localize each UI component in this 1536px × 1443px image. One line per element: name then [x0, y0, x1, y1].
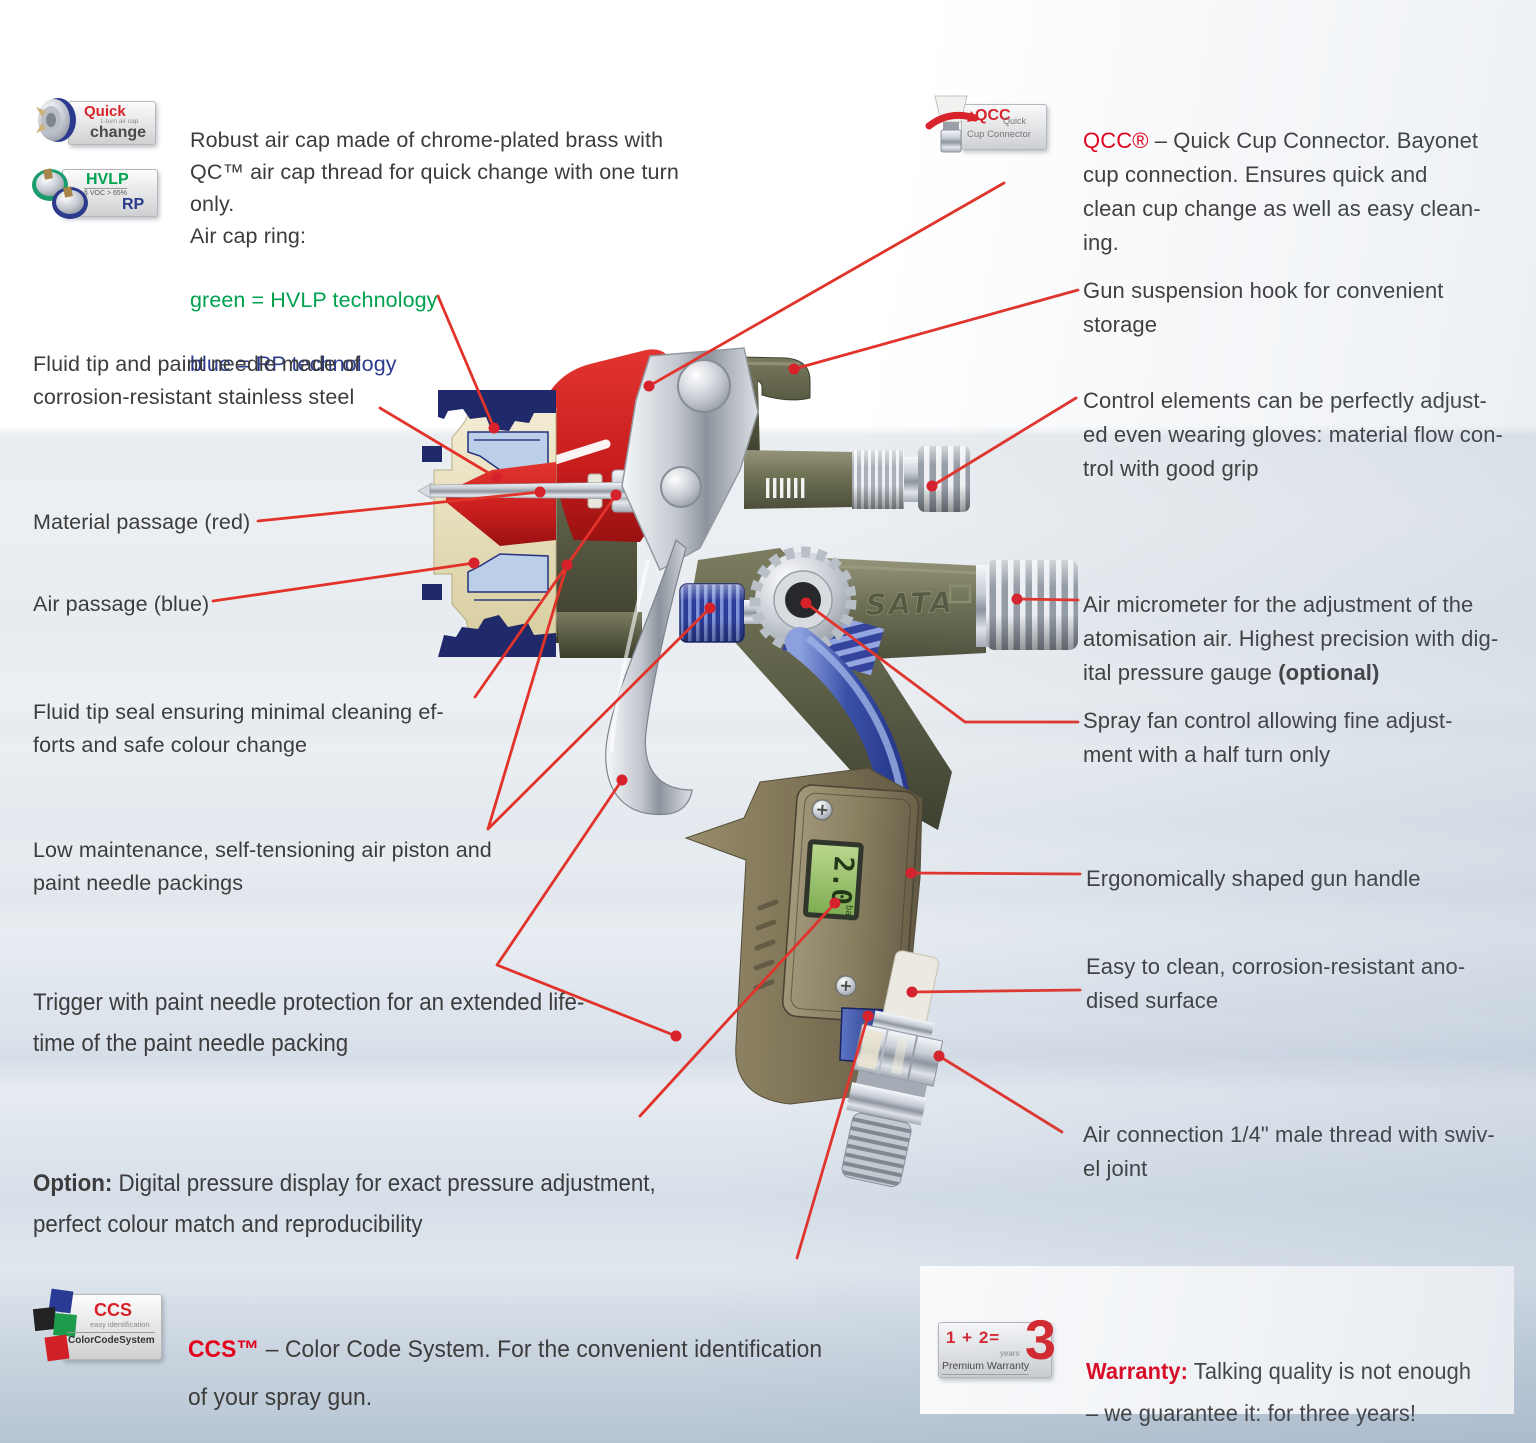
- label-warranty-red: Warranty:: [1086, 1358, 1189, 1384]
- leader-ccs: [795, 1014, 870, 1260]
- logo-emblem: [948, 584, 972, 604]
- handle-plate: 2.0 bar: [781, 784, 920, 1024]
- leader-hook: [792, 288, 1080, 371]
- digital-pressure-display: 2.0 bar: [803, 839, 864, 922]
- label-hook: Gun suspension hook for convenient stora…: [1083, 278, 1444, 337]
- nozzle-cutaway: [417, 390, 649, 657]
- quick-title: Quick: [84, 103, 126, 120]
- label-tip-seal: Fluid tip seal ensuring minimal cleaning…: [33, 700, 444, 757]
- label-trigger: Trigger with paint needle protection for…: [33, 989, 585, 1057]
- voc-text: § VOC > 65%: [84, 188, 127, 197]
- leader-low-maintenance: [486, 563, 712, 831]
- rp-text: RP: [122, 196, 145, 213]
- quick-change-badge: Quick 1-turn air cap change: [28, 93, 158, 147]
- graduation-marks: [766, 478, 805, 498]
- label-control: Control elements can be perfectly adjust…: [1083, 388, 1503, 481]
- trigger-pivot-plate: [621, 347, 759, 572]
- label-easy-clean: Easy to clean, corrosion-resistant ano- …: [1086, 954, 1466, 1013]
- leader-air-connection: [937, 1054, 1064, 1134]
- label-spray-fan: Spray fan control allowing fine adjust- …: [1083, 708, 1453, 767]
- label-qcc: QCC® – Quick Cup Connector. Bayonet cup …: [1083, 90, 1503, 260]
- warranty-label: Premium Warranty: [942, 1360, 1030, 1375]
- warranty-years: years: [1000, 1349, 1020, 1358]
- label-warranty-rest: Talking quality is not enough – we guara…: [1086, 1358, 1472, 1426]
- sata-logo: SATA: [865, 585, 955, 622]
- label-ccs-red: CCS™: [188, 1336, 260, 1363]
- label-ccs-rest: – Color Code System. For the convenient …: [188, 1336, 823, 1411]
- hvlp-rp-badge: HVLP § VOC > 65% RP: [28, 163, 158, 219]
- label-air-connection: Air connection 1/4" male thread with swi…: [1083, 1122, 1495, 1181]
- label-micrometer: Air micrometer for the adjustment of the…: [1083, 554, 1513, 690]
- label-low-maintenance: Low maintenance, self-tensioning air pis…: [33, 838, 492, 895]
- qcc-sub1: Quick: [1003, 116, 1027, 126]
- quick-word: change: [90, 124, 147, 141]
- warranty-badge: 1 + 2= 3 years Premium Warranty: [938, 1312, 1056, 1380]
- label-micrometer-pre: Air micrometer for the adjustment of the…: [1083, 592, 1499, 685]
- qcc-cup-icon: [925, 95, 979, 153]
- leader-fluid-tip: [378, 406, 499, 480]
- quick-sub: 1-turn air cap: [100, 118, 139, 125]
- label-air-cap-text: Robust air cap made of chrome-plated bra…: [190, 128, 679, 248]
- label-option: Option: Digital pressure display for exa…: [33, 1122, 656, 1245]
- hvlp-text: HVLP: [86, 171, 129, 188]
- leader-material-passage: [256, 490, 542, 523]
- display-unit: bar: [842, 905, 853, 922]
- leader-dots: [468, 363, 1023, 1062]
- leader-control: [930, 396, 1078, 488]
- ccs-chips-icon: [32, 1288, 77, 1362]
- label-ccs: CCS™ – Color Code System. For the conven…: [188, 1278, 822, 1422]
- leader-ergonomic: [909, 871, 1082, 876]
- ccs-badge: CCS easy identification ColorCodeSystem: [28, 1286, 162, 1364]
- leader-air-passage: [211, 561, 476, 603]
- hvlp-caps-icon: [32, 168, 88, 219]
- qcc-sub2: Cup Connector: [967, 129, 1031, 140]
- leader-spray-fan: [804, 601, 1080, 724]
- air-cap-icon: [36, 98, 76, 142]
- label-option-rest: Digital pressure display for exact press…: [33, 1170, 656, 1238]
- qcc-title: QCC: [975, 107, 1011, 124]
- label-air-passage: Air passage (blue): [33, 592, 210, 616]
- label-material-passage: Material passage (red): [33, 510, 251, 534]
- leader-tip-seal: [473, 493, 618, 699]
- leader-option-display: [638, 901, 837, 1118]
- label-air-cap-green: green = HVLP technology: [190, 288, 438, 312]
- warranty-box: Warranty: Talking quality is not enough …: [920, 1266, 1514, 1426]
- label-option-bold: Option:: [33, 1170, 113, 1197]
- label-fluid-tip: Fluid tip and paint needle made of corro…: [33, 352, 361, 409]
- flow-control-barrel: [744, 446, 970, 512]
- handle-screws: [811, 799, 857, 997]
- leader-air-cap: [436, 294, 496, 430]
- leader-trigger: [495, 778, 678, 1038]
- label-ergonomic: Ergonomically shaped gun handle: [1086, 866, 1421, 891]
- label-qcc-red: QCC®: [1083, 128, 1149, 153]
- qcc-badge: QCC Quick Cup Connector: [923, 92, 1047, 156]
- warranty-three: 3: [1024, 1308, 1056, 1371]
- air-connection-fitting: [841, 950, 944, 1188]
- display-value: 2.0: [825, 855, 859, 906]
- material-flow-knob: [852, 446, 970, 512]
- label-qcc-rest: – Quick Cup Connector. Bayonet cup conne…: [1083, 128, 1481, 255]
- ccs-sub2: ColorCodeSystem: [68, 1332, 155, 1346]
- leader-easy-clean: [910, 988, 1082, 994]
- label-warranty: Warranty: Talking quality is not enough …: [1086, 1308, 1471, 1434]
- label-air-cap-blue: blue = RP technology: [190, 352, 397, 376]
- ccs-title: CCS: [94, 1300, 133, 1320]
- warranty-formula: 1 + 2=: [946, 1328, 1001, 1347]
- leader-lines: [211, 181, 1082, 1260]
- label-micrometer-bold: (optional): [1278, 660, 1380, 685]
- leader-qcc: [647, 181, 1006, 388]
- ccs-sub1: easy identification: [90, 1320, 150, 1329]
- air-micrometer-knob: [976, 560, 1078, 650]
- leader-micrometer: [1015, 597, 1080, 602]
- label-air-cap: Robust air cap made of chrome-plated bra…: [190, 92, 720, 380]
